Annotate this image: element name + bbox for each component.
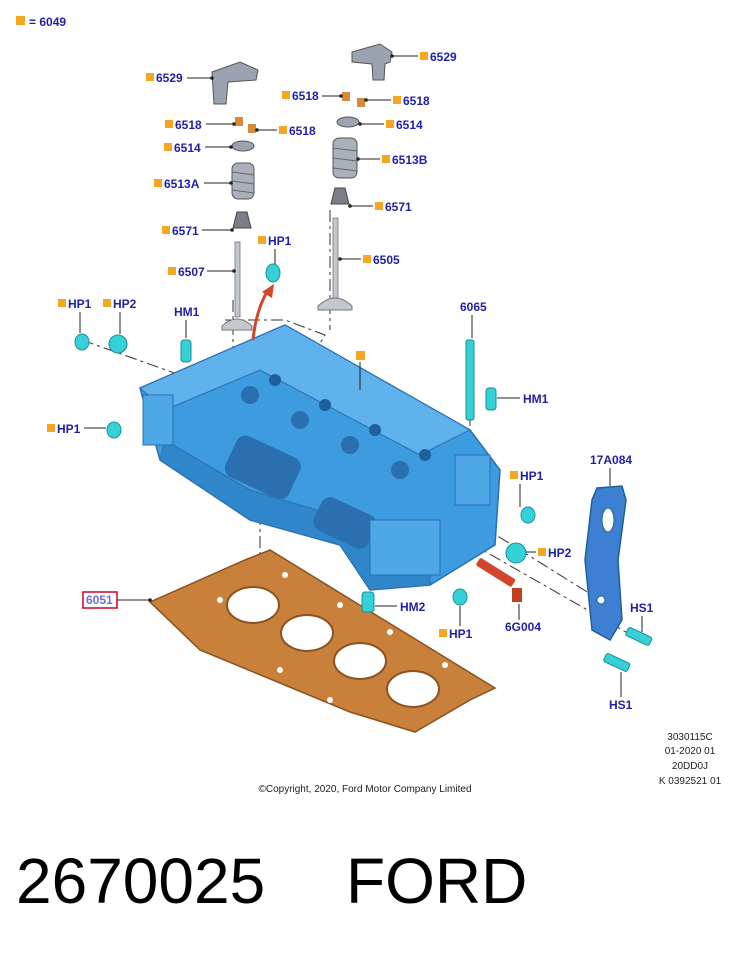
callout-sensor: 6G004 [505, 620, 541, 634]
direction-arrow [251, 289, 270, 341]
keeper-left-2 [248, 124, 256, 133]
plug-hp2-right [505, 542, 527, 564]
plugs-and-pins [74, 263, 653, 672]
keeper-left-1 [235, 117, 243, 126]
callout-hp2-left: HP2 [113, 297, 137, 311]
head-6049-marker [356, 351, 365, 360]
callout-keeper-r2: 6518 [403, 94, 430, 108]
part-number: 2670025 [16, 845, 265, 917]
bolt-hs1-lower [603, 653, 631, 672]
keeper-right-1 [342, 92, 350, 101]
plug-hp1-left [74, 333, 90, 351]
plug-hp1-bottom [452, 588, 468, 606]
callout-rocker-right: 6529 [430, 50, 457, 64]
callout-keeper-l2: 6518 [289, 124, 316, 138]
left-valve-train [211, 61, 259, 331]
callout-hs1-upper: HS1 [630, 601, 654, 615]
dowel-hm1-right [485, 387, 497, 411]
valve-seal-left [232, 211, 252, 229]
callout-hp2-right: HP2 [548, 546, 572, 560]
callout-bracket: 17A084 [590, 453, 632, 467]
callout-valve-left: 6507 [178, 265, 205, 279]
callout-keeper-l1: 6518 [175, 118, 202, 132]
callout-hp1-lower-left: HP1 [57, 422, 81, 436]
callout-hs1-lower: HS1 [609, 698, 633, 712]
retainer-right [336, 116, 360, 128]
dowel-hm2 [361, 591, 375, 613]
dowel-hm1-left [180, 339, 192, 363]
direction-arrowhead [262, 284, 274, 298]
callout-hm1-left: HM1 [174, 305, 200, 319]
callout-rocker-left: 6529 [156, 71, 183, 85]
retainer-left [231, 140, 255, 152]
callout-spring-left: 6513A [164, 177, 200, 191]
valve-head-left [221, 318, 253, 331]
stud-6065 [465, 339, 475, 421]
footer-engine: 20DD0J [672, 761, 708, 772]
callout-gasket: 6051 [86, 593, 113, 607]
plug-hp1-right [520, 506, 536, 524]
callout-hp1-bottom: HP1 [449, 627, 473, 641]
brand: FORD [346, 845, 527, 917]
bolt-hs1-upper [625, 627, 653, 646]
cylinder-head [139, 324, 501, 591]
plug-hp2-left [108, 334, 128, 354]
callout-hm1-right: HM1 [523, 392, 549, 406]
legend-text: = 6049 [29, 15, 66, 29]
callout-hp1-top: HP1 [268, 234, 292, 248]
right-valve-train [317, 43, 393, 311]
callout-valve-right: 6505 [373, 253, 400, 267]
valve-stem-right [332, 217, 339, 299]
rocker-arm-right [351, 43, 393, 81]
rocker-arm-left [211, 61, 259, 105]
callout-retainer-right: 6514 [396, 118, 423, 132]
callout-hp1-right: HP1 [520, 469, 544, 483]
valve-seal-right [330, 187, 350, 205]
footer-date: 01-2020 01 [665, 746, 716, 757]
callout-seal-left: 6571 [172, 224, 199, 238]
callout-retainer-left: 6514 [174, 141, 201, 155]
plug-hp1-top [265, 263, 281, 283]
bracket-17a084 [584, 485, 627, 642]
sensor-6g004 [476, 558, 522, 602]
head-gasket [148, 549, 497, 733]
valve-stem-left [234, 241, 241, 318]
valve-head-right [317, 297, 353, 311]
callout-spring-right: 6513B [392, 153, 428, 167]
copyright: ©Copyright, 2020, Ford Motor Company Lim… [258, 784, 471, 795]
plug-hp1-lower-left [106, 421, 122, 439]
footer-ref: K 0392521 01 [659, 776, 722, 787]
legend-marker [16, 16, 25, 25]
callout-keeper-r1: 6518 [292, 89, 319, 103]
callout-hp1-left: HP1 [68, 297, 92, 311]
footer-code: 3030115C [667, 732, 712, 743]
callout-seal-right: 6571 [385, 200, 412, 214]
callout-stud: 6065 [460, 300, 487, 314]
keeper-right-2 [357, 98, 365, 107]
callout-hm2: HM2 [400, 600, 426, 614]
